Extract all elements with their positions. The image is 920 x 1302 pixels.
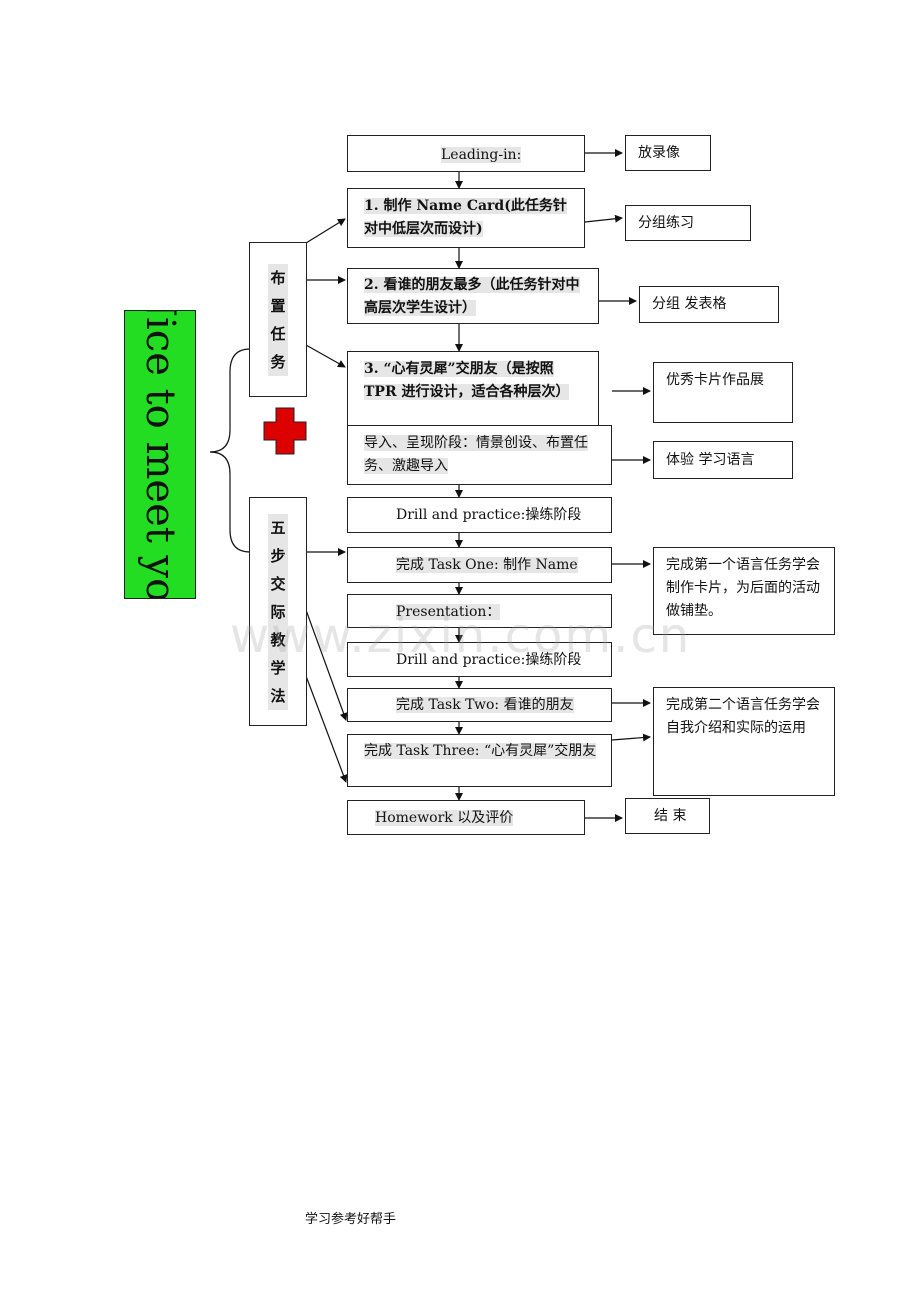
first-task-text: 完成第一个语言任务学会制作卡片，为后面的活动做铺垫。 xyxy=(666,557,820,619)
complete-task2-box: 完成 Task Two: 看谁的朋友 xyxy=(347,688,612,722)
complete-task1-box: 完成 Task One: 制作 Name xyxy=(347,547,612,583)
group-practice-note: 分组练习 xyxy=(625,205,751,241)
group-forms-text: 分组 发表格 xyxy=(652,296,727,312)
assign-task-char: 务 xyxy=(268,347,288,376)
task2-box: 2. 看谁的朋友最多（此任务针对中高层次学生设计） xyxy=(347,268,599,324)
five-step-char: 五 xyxy=(268,513,288,542)
five-step-char: 际 xyxy=(268,597,288,626)
play-video-note: 放录像 xyxy=(625,135,711,171)
complete-task2-text: 完成 Task Two: 看谁的朋友 xyxy=(396,697,574,713)
title-text: Nice to meet you xyxy=(137,310,183,599)
experience-text: 体验 学习语言 xyxy=(666,452,755,468)
drill-box-2: Drill and practice:操练阶段 xyxy=(347,642,612,677)
group-practice-text: 分组练习 xyxy=(638,215,694,231)
task2-text: 2. 看谁的朋友最多（此任务针对中高层次学生设计） xyxy=(364,277,580,316)
task1-box: 1. 制作 Name Card(此任务针对中低层次而设计) xyxy=(347,188,585,248)
drill-text-2: Drill and practice:操练阶段 xyxy=(396,652,582,668)
watermark: www.zixin.com.cn xyxy=(230,608,692,664)
assign-task-box: 布 置 任 务 xyxy=(249,242,307,397)
card-exhibition-text: 优秀卡片作品展 xyxy=(666,372,764,388)
homework-text: Homework 以及评价 xyxy=(375,810,514,826)
presentation-box: Presentation： xyxy=(347,594,612,628)
footer-text: 学习参考好帮手 xyxy=(305,1212,397,1227)
leading-in-text: Leading-in: xyxy=(441,147,522,163)
homework-box: Homework 以及评价 xyxy=(347,800,585,835)
title-panel: Nice to meet you xyxy=(124,310,196,599)
red-cross-icon xyxy=(263,407,307,455)
assign-task-char: 布 xyxy=(268,263,288,292)
complete-task1-text: 完成 Task One: 制作 Name xyxy=(396,557,578,573)
first-task-note: 完成第一个语言任务学会制作卡片，为后面的活动做铺垫。 xyxy=(653,547,835,635)
five-step-method-box: 五 步 交 际 教 学 法 xyxy=(249,497,307,726)
assign-task-char: 任 xyxy=(268,319,288,348)
five-step-char: 交 xyxy=(268,569,288,598)
drill-box-1: Drill and practice:操练阶段 xyxy=(347,497,612,533)
presentation-text: Presentation： xyxy=(396,604,501,620)
experience-note: 体验 学习语言 xyxy=(653,441,793,479)
five-step-char: 学 xyxy=(268,653,288,682)
brace xyxy=(209,348,251,553)
five-step-char: 法 xyxy=(268,681,288,710)
assign-task-char: 置 xyxy=(268,291,288,320)
complete-task3-box: 完成 Task Three: “心有灵犀”交朋友 xyxy=(347,734,612,787)
end-note: 结 束 xyxy=(625,798,710,834)
task3-text: 3. “心有灵犀”交朋友（是按照 TPR 进行设计，适合各种层次） xyxy=(364,361,570,400)
task3-box: 3. “心有灵犀”交朋友（是按照 TPR 进行设计，适合各种层次） xyxy=(347,351,599,427)
card-exhibition-note: 优秀卡片作品展 xyxy=(653,362,793,423)
task1-text: 1. 制作 Name Card(此任务针对中低层次而设计) xyxy=(364,198,567,237)
five-step-char: 教 xyxy=(268,625,288,654)
end-text: 结 束 xyxy=(654,808,687,824)
intro-stage-box: 导入、呈现阶段：情景创设、布置任务、激趣导入 xyxy=(347,425,612,485)
group-forms-note: 分组 发表格 xyxy=(639,286,779,323)
intro-stage-text: 导入、呈现阶段：情景创设、布置任务、激趣导入 xyxy=(364,435,588,474)
play-video-text: 放录像 xyxy=(638,145,680,161)
drill-text-1: Drill and practice:操练阶段 xyxy=(396,507,582,523)
complete-task3-text: 完成 Task Three: “心有灵犀”交朋友 xyxy=(364,743,597,759)
five-step-char: 步 xyxy=(268,541,288,570)
second-task-text: 完成第二个语言任务学会自我介绍和实际的运用 xyxy=(666,697,820,736)
second-task-note: 完成第二个语言任务学会自我介绍和实际的运用 xyxy=(653,687,835,796)
leading-in-box: Leading-in: xyxy=(347,135,585,172)
